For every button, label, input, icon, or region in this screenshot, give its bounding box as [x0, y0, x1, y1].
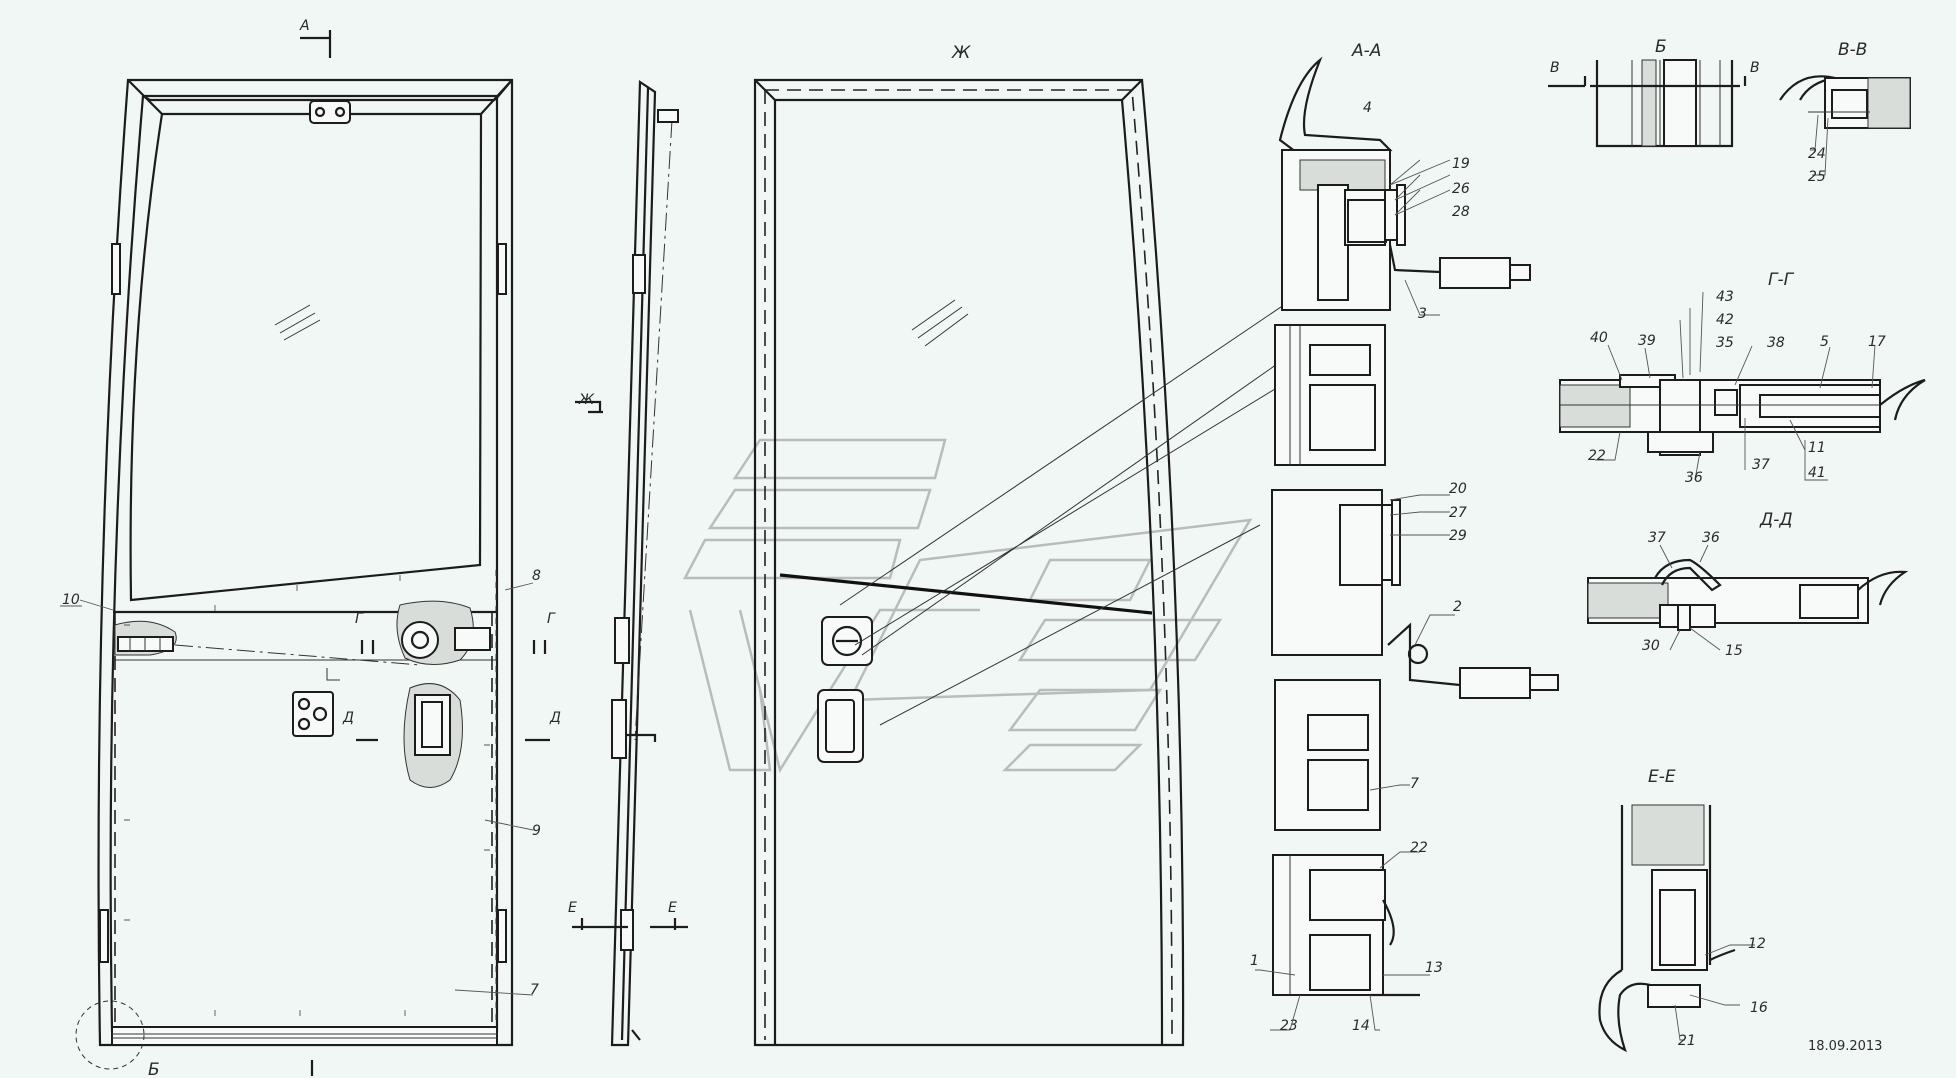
svg-text:22: 22 — [1588, 448, 1606, 464]
svg-text:8: 8 — [532, 568, 541, 584]
section-aa: А-А — [1250, 41, 1559, 1034]
svg-text:36: 36 — [1702, 530, 1720, 546]
svg-text:28: 28 — [1452, 204, 1470, 220]
svg-text:В-В: В-В — [1838, 40, 1867, 60]
section-marker-a: А Б — [148, 18, 332, 1078]
watermark-logo — [682, 438, 1253, 774]
svg-text:20: 20 — [1449, 481, 1467, 497]
svg-text:21: 21 — [1678, 1033, 1696, 1049]
svg-text:Б: Б — [1655, 37, 1667, 57]
svg-text:4: 4 — [1363, 100, 1372, 116]
svg-text:26: 26 — [1452, 181, 1470, 197]
svg-text:36: 36 — [1685, 470, 1703, 486]
svg-text:3: 3 — [1418, 306, 1427, 322]
svg-text:Е-Е: Е-Е — [1648, 767, 1676, 787]
svg-text:40: 40 — [1590, 330, 1608, 346]
svg-text:А: А — [299, 18, 310, 34]
drawing-date: 18.09.2013 — [1808, 1039, 1882, 1054]
svg-text:39: 39 — [1638, 333, 1656, 349]
svg-text:35: 35 — [1716, 335, 1734, 351]
svg-text:Д-Д: Д-Д — [1759, 510, 1793, 530]
svg-text:17: 17 — [1868, 334, 1886, 350]
svg-text:Е: Е — [668, 900, 677, 916]
svg-text:Ж: Ж — [951, 43, 971, 63]
svg-text:10: 10 — [62, 592, 80, 608]
svg-text:16: 16 — [1750, 1000, 1768, 1016]
svg-text:43: 43 — [1716, 289, 1734, 305]
svg-text:11: 11 — [1808, 440, 1826, 456]
door-side-view: Ж Е Е — [568, 79, 688, 1047]
svg-text:Г: Г — [547, 611, 556, 627]
svg-text:Д: Д — [342, 710, 354, 726]
svg-text:Г-Г: Г-Г — [1768, 270, 1795, 290]
svg-text:12: 12 — [1748, 936, 1766, 952]
svg-text:27: 27 — [1449, 505, 1467, 521]
svg-text:24: 24 — [1808, 146, 1826, 162]
svg-text:5: 5 — [1820, 334, 1829, 350]
svg-text:30: 30 — [1642, 638, 1660, 654]
svg-text:Б: Б — [148, 1060, 160, 1078]
svg-text:1: 1 — [1250, 953, 1259, 969]
svg-text:9: 9 — [532, 823, 541, 839]
section-gg: Г-Г 40 39 43 42 35 38 5 17 22 36 37 11 4… — [1559, 270, 1926, 486]
door-front-view — [75, 78, 514, 1070]
section-ee: Е-Е 12 16 21 — [1598, 767, 1768, 1053]
svg-text:29: 29 — [1449, 528, 1467, 544]
svg-text:Г: Г — [355, 611, 364, 627]
svg-text:В: В — [1550, 60, 1560, 76]
svg-text:7: 7 — [1410, 776, 1419, 792]
cut-markers-left: Г Г Д Д — [326, 611, 561, 742]
svg-text:42: 42 — [1716, 312, 1734, 328]
svg-text:19: 19 — [1452, 156, 1470, 172]
callouts-left: 10 8 9 7 — [60, 568, 541, 998]
svg-text:2: 2 — [1453, 599, 1462, 615]
svg-text:А-А: А-А — [1351, 41, 1381, 61]
svg-text:38: 38 — [1767, 335, 1785, 351]
svg-text:13: 13 — [1425, 960, 1443, 976]
svg-text:Е: Е — [568, 900, 577, 916]
door-outer-view: Ж — [753, 43, 1381, 1047]
svg-text:Д: Д — [549, 710, 561, 726]
detail-b: Б В В — [1548, 37, 1760, 148]
svg-text:15: 15 — [1725, 643, 1743, 659]
svg-text:22: 22 — [1410, 840, 1428, 856]
svg-text:25: 25 — [1808, 169, 1826, 185]
section-dd: Д-Д 37 36 30 15 — [1587, 510, 1909, 659]
svg-text:В: В — [1750, 60, 1760, 76]
section-vv: В-В 24 25 — [1779, 40, 1911, 185]
svg-text:7: 7 — [530, 982, 539, 998]
svg-text:Ж: Ж — [578, 392, 595, 408]
svg-text:41: 41 — [1808, 465, 1826, 481]
svg-text:23: 23 — [1280, 1018, 1298, 1034]
svg-text:37: 37 — [1648, 530, 1666, 546]
svg-text:14: 14 — [1352, 1018, 1370, 1034]
svg-text:37: 37 — [1752, 457, 1770, 473]
